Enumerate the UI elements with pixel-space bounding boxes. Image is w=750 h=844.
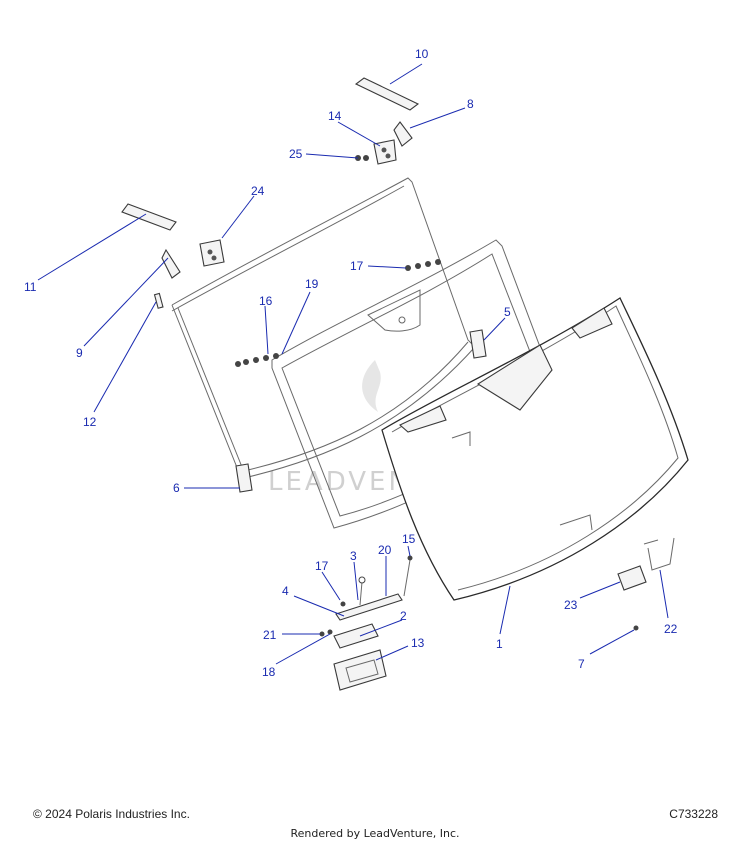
callout-11: 11 <box>24 280 37 294</box>
leader-lines <box>37 63 669 665</box>
diagram-code: C733228 <box>669 807 718 821</box>
callout-4: 4 <box>282 584 289 598</box>
pad-8 <box>393 121 413 147</box>
bracket-13 <box>333 649 387 691</box>
callout-21: 21 <box>263 628 277 642</box>
callout-18: 18 <box>262 665 276 679</box>
callout-23: 23 <box>564 598 578 612</box>
hardware-16 <box>235 353 279 367</box>
callout-3: 3 <box>350 549 357 563</box>
strip-11 <box>121 203 177 231</box>
hinge-14 <box>373 139 397 165</box>
pad-9 <box>161 248 181 279</box>
callout-19: 19 <box>305 277 319 291</box>
strip-10 <box>354 77 420 111</box>
callout-17-upper: 17 <box>350 259 364 273</box>
callout-8: 8 <box>467 97 474 111</box>
latch-22 <box>643 537 675 571</box>
callout-20: 20 <box>378 543 392 557</box>
hardware-17-upper <box>405 259 441 271</box>
pin-12 <box>153 292 164 309</box>
callout-9: 9 <box>76 346 83 360</box>
callout-24: 24 <box>251 184 265 198</box>
hinge-24 <box>199 239 225 267</box>
callout-6: 6 <box>173 481 180 495</box>
callout-labels: 10 8 14 25 24 11 9 12 17 16 19 5 6 17 3 … <box>24 47 678 679</box>
rendered-by-text: Rendered by LeadVenture, Inc. <box>290 827 460 840</box>
callout-17-lower: 17 <box>315 559 329 573</box>
windshield-glass <box>381 297 689 601</box>
copyright-text: © 2024 Polaris Industries Inc. <box>33 807 190 821</box>
bracket-6 <box>235 463 253 493</box>
callout-12: 12 <box>83 415 97 429</box>
linkage-assembly <box>335 555 413 621</box>
windshield-exploded-diagram: LEADVENTURE <box>24 47 689 691</box>
callout-5: 5 <box>504 305 511 319</box>
callout-15: 15 <box>402 532 416 546</box>
bracket-2 <box>333 623 379 649</box>
bracket-5 <box>469 329 487 359</box>
callout-14: 14 <box>328 109 342 123</box>
screw-7 <box>633 625 639 631</box>
pad-23 <box>617 565 647 591</box>
callout-13: 13 <box>411 636 425 650</box>
callout-10: 10 <box>415 47 429 61</box>
callout-22: 22 <box>664 622 678 636</box>
callout-1: 1 <box>496 637 503 651</box>
callout-25: 25 <box>289 147 303 161</box>
hardware-21-18 <box>319 629 333 637</box>
callout-7: 7 <box>578 657 585 671</box>
rear-frame <box>171 177 475 479</box>
callout-16: 16 <box>259 294 273 308</box>
callout-2: 2 <box>400 609 407 623</box>
